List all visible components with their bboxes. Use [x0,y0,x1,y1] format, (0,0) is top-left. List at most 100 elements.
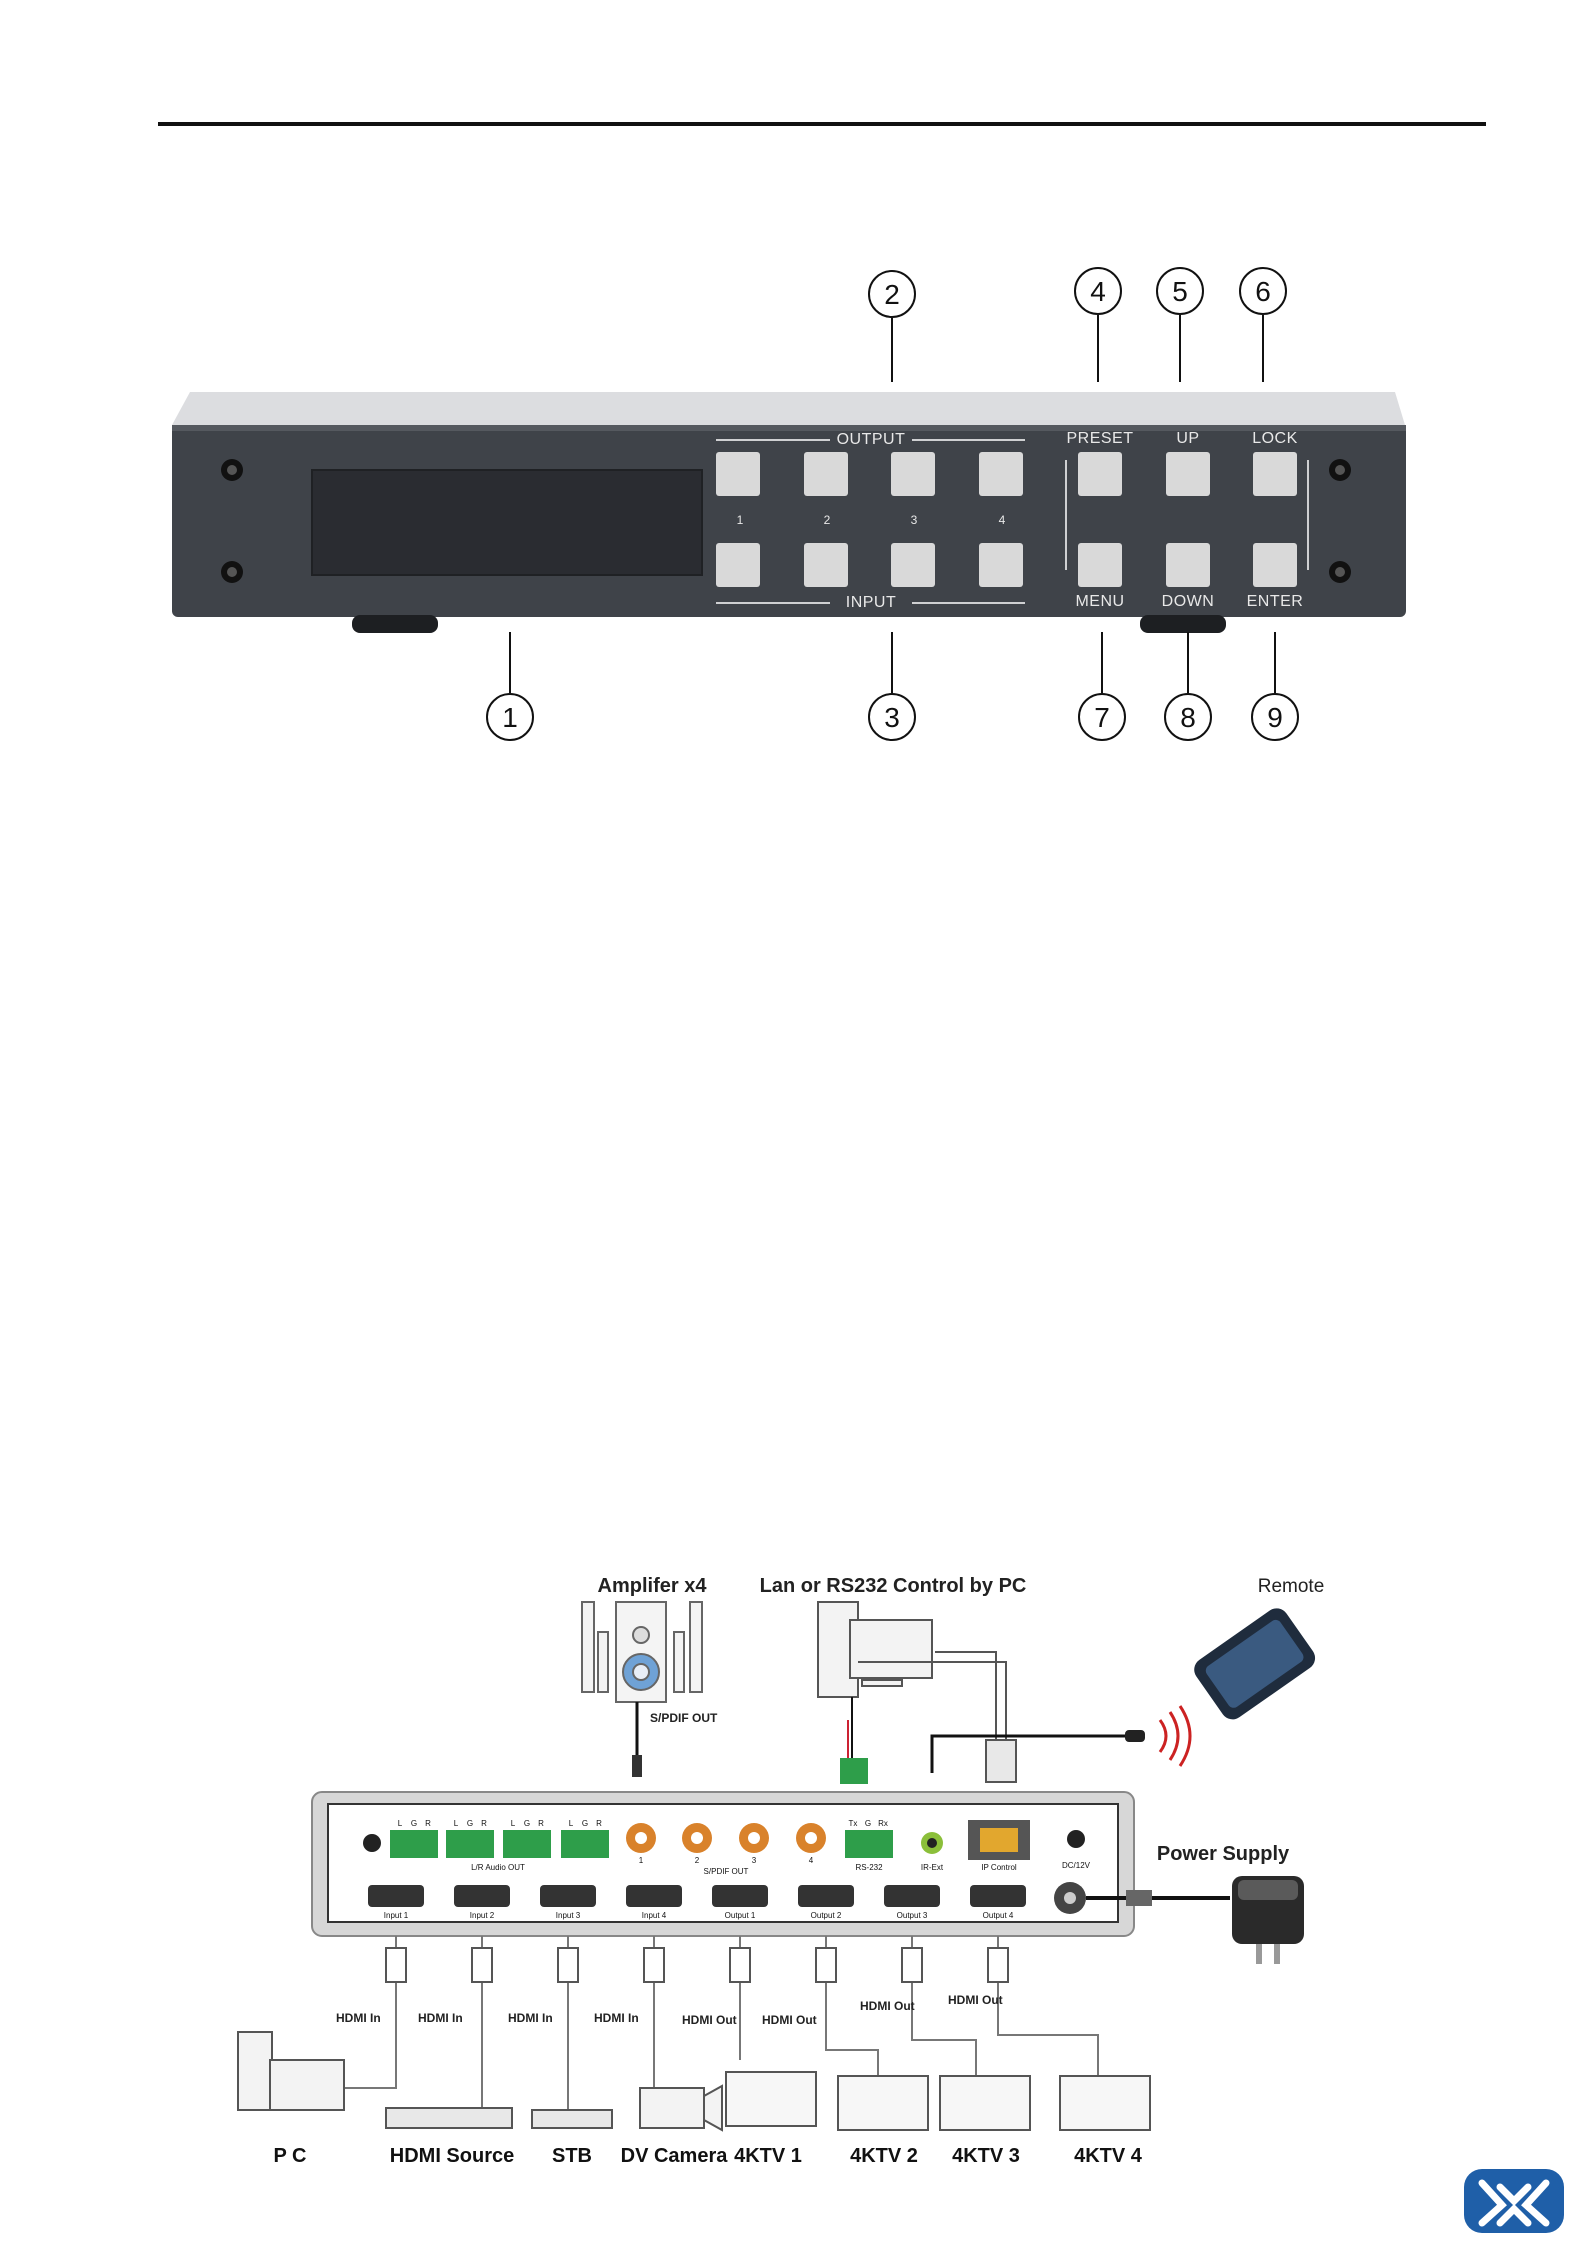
dv-camera-icon [639,2084,723,2132]
svg-text:3: 3 [752,1856,757,1865]
callout-circles [486,267,1299,741]
callout-3: 3 [884,702,900,733]
output-button-1 [716,452,760,496]
dc-screw-icon [1067,1830,1085,1848]
svg-text:G: G [865,1819,871,1828]
output-buttons [716,452,1023,496]
down-button [1166,543,1210,587]
svg-text:HDMI Out: HDMI Out [762,2013,817,2027]
callout-2: 2 [884,279,900,310]
svg-text:4KTV 4: 4KTV 4 [1074,2145,1143,2167]
preset-label: PRESET [1066,430,1133,447]
control-pc-icon [817,1601,933,1698]
power-supply-title: Power Supply [1157,1843,1290,1865]
svg-text:4KTV 3: 4KTV 3 [952,2145,1020,2167]
output-number: 1 [737,513,744,527]
svg-text:L: L [398,1819,403,1828]
power-adapter-icon [1232,1876,1304,1964]
spdif-out-port-label: S/PDIF OUT [704,1867,749,1876]
svg-text:Input 3: Input 3 [556,1911,581,1920]
output-number: 2 [824,513,831,527]
audio-terminals [390,1830,609,1858]
svg-text:Tx: Tx [849,1819,858,1828]
svg-text:Output 3: Output 3 [897,1911,928,1920]
svg-text:G: G [524,1819,530,1828]
svg-text:HDMI In: HDMI In [508,2011,553,2025]
remote-control-icon [1194,1608,1316,1720]
svg-text:1: 1 [639,1856,644,1865]
lock-label: LOCK [1252,430,1298,447]
front-panel-figure: OUTPUT INPUT 1 2 3 4 PRESET UP LOCK MENU… [172,267,1406,741]
hdmi-source-device-icon [385,2107,513,2129]
output-number: 4 [999,513,1006,527]
output-button-2 [804,452,848,496]
svg-text:P C: P C [274,2145,307,2167]
svg-text:Input 2: Input 2 [470,1911,495,1920]
company-logo-icon [1464,2169,1564,2233]
stb-device-icon [531,2109,613,2129]
control-title: Lan or RS232 Control by PC [760,1575,1027,1597]
svg-text:HDMI In: HDMI In [418,2011,463,2025]
lock-button [1253,452,1297,496]
audio-out-label: L/R Audio OUT [471,1863,525,1872]
svg-text:R: R [425,1819,431,1828]
output-button-4 [979,452,1023,496]
svg-text:R: R [481,1819,487,1828]
svg-text:L: L [511,1819,516,1828]
input-buttons [716,543,1023,587]
output-button-3 [891,452,935,496]
svg-text:Output 1: Output 1 [725,1911,756,1920]
tv-icons [725,2071,1151,2131]
callout-1: 1 [502,702,518,733]
svg-text:Output 2: Output 2 [811,1911,842,1920]
dc-label: DC/12V [1062,1861,1091,1870]
svg-text:HDMI In: HDMI In [594,2011,639,2025]
down-label: DOWN [1162,593,1215,610]
rs232-label: RS-232 [855,1863,883,1872]
lgr-labels: L G R L G R L G R L G R [398,1819,602,1828]
svg-text:HDMI Out: HDMI Out [860,1999,915,2013]
svg-text:STB: STB [552,2145,592,2167]
callout-7: 7 [1094,702,1110,733]
svg-text:G: G [411,1819,417,1828]
chassis-top [172,392,1405,425]
spdif-out-label: S/PDIF OUT [650,1711,718,1725]
svg-text:HDMI Source: HDMI Source [390,2145,514,2167]
menu-label: MENU [1075,593,1124,610]
svg-text:Input 1: Input 1 [384,1911,409,1920]
input-button-2 [804,543,848,587]
input-label: INPUT [846,594,897,611]
up-button [1166,452,1210,496]
svg-text:G: G [582,1819,588,1828]
output-number: 3 [911,513,918,527]
svg-text:L: L [569,1819,574,1828]
input-button-4 [979,543,1023,587]
svg-text:4KTV 2: 4KTV 2 [850,2145,918,2167]
callout-5: 5 [1172,276,1188,307]
enter-button [1253,543,1297,587]
svg-text:4: 4 [809,1856,814,1865]
ground-screw-icon [363,1834,381,1852]
lcd-display [311,469,703,576]
svg-text:Rx: Rx [878,1819,888,1828]
ir-ext-label: IR-Ext [921,1863,944,1872]
svg-text:R: R [596,1819,602,1828]
callout-9: 9 [1267,702,1283,733]
menu-button [1078,543,1122,587]
rj45-plug-icon [985,1739,1017,1783]
up-label: UP [1176,430,1199,447]
ip-control-label: IP Control [981,1863,1017,1872]
enter-label: ENTER [1247,593,1304,610]
input-button-3 [891,543,935,587]
cable-labels: HDMI In HDMI In HDMI In HDMI In HDMI Out… [336,1993,1003,2027]
header-rule [158,122,1486,126]
hdmi-plugs [385,1947,1009,1983]
pc-device-icon [237,2031,345,2111]
callout-6: 6 [1255,276,1271,307]
svg-text:L: L [454,1819,459,1828]
hdmi-ports [368,1885,1026,1907]
foot-left [352,615,438,633]
green-terminal-plug-icon [840,1758,868,1784]
device-labels: P C HDMI Source STB DV Camera 4KTV 1 4KT… [274,2145,1143,2167]
input-button-1 [716,543,760,587]
